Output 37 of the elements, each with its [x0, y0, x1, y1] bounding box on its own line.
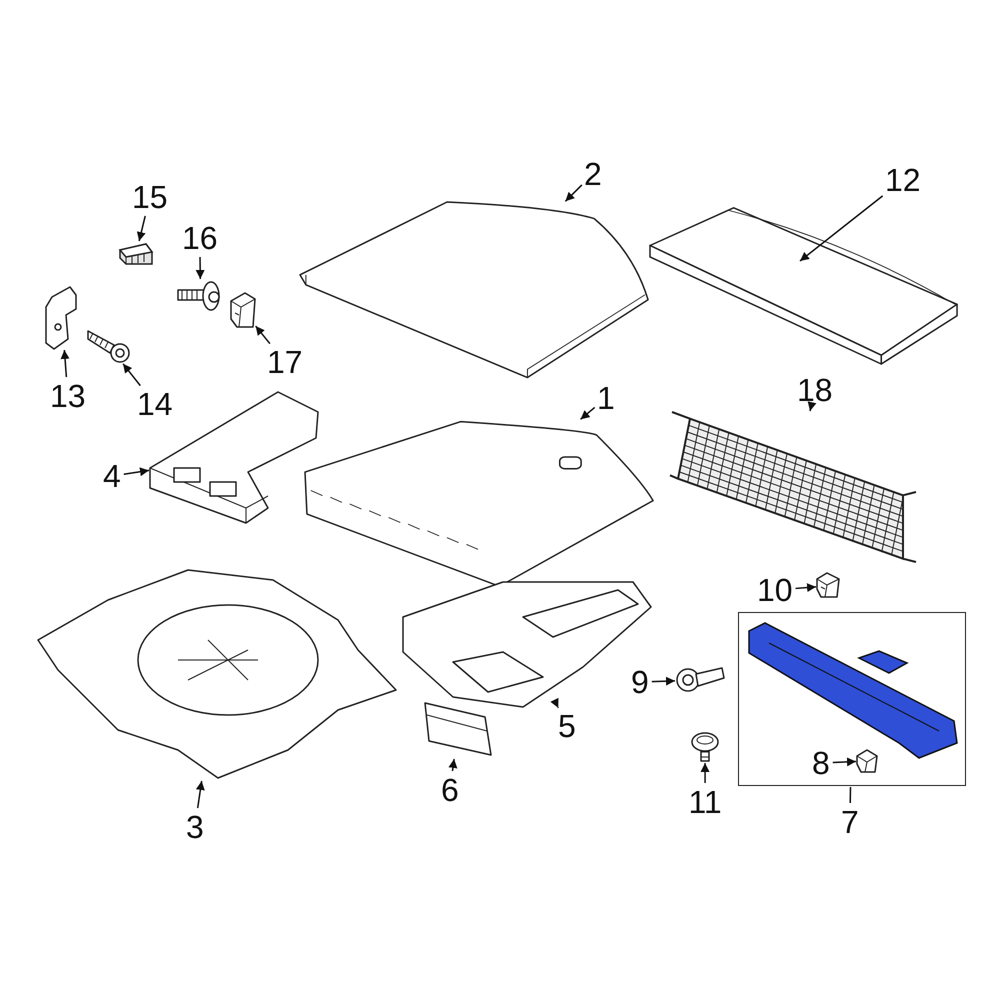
callout-number: 9 — [631, 666, 649, 698]
leader-arrow — [832, 757, 856, 766]
leader-arrow — [448, 758, 458, 772]
leader-arrow — [796, 583, 816, 592]
leader-arrow — [700, 763, 710, 783]
inset-frame — [738, 612, 966, 786]
callout-number: 16 — [182, 222, 218, 254]
callout-number: 12 — [885, 164, 921, 196]
leader-arrow — [60, 350, 70, 378]
callout-number: 17 — [267, 346, 303, 378]
leader-arrow — [255, 326, 270, 344]
leader-arrow — [122, 363, 141, 386]
callout-number: 18 — [797, 374, 833, 406]
callout-number: 4 — [103, 460, 121, 492]
callout-number: 3 — [186, 811, 204, 843]
leader-arrow — [550, 698, 559, 708]
callout-number: 11 — [688, 786, 722, 818]
callout-number: 13 — [50, 380, 86, 412]
callout-number: 7 — [841, 806, 859, 838]
callout-number: 10 — [757, 574, 793, 606]
leader-arrow — [196, 780, 205, 808]
leader-arrow — [136, 216, 146, 242]
leader-arrow — [196, 257, 205, 279]
leader-arrow — [564, 184, 582, 202]
callout-number: 2 — [584, 158, 602, 190]
callout-number: 15 — [132, 181, 168, 213]
leader-arrow — [800, 195, 884, 262]
callout-number: 1 — [597, 382, 615, 414]
callout-number: 8 — [812, 747, 830, 779]
callout-number: 14 — [137, 388, 173, 420]
leader-line — [849, 786, 852, 804]
callout-number: 5 — [558, 710, 576, 742]
leader-arrow — [580, 406, 596, 420]
leader-arrow — [808, 401, 816, 412]
leader-arrow — [124, 467, 150, 476]
callout-number: 6 — [441, 774, 459, 806]
leader-arrow — [652, 676, 676, 686]
